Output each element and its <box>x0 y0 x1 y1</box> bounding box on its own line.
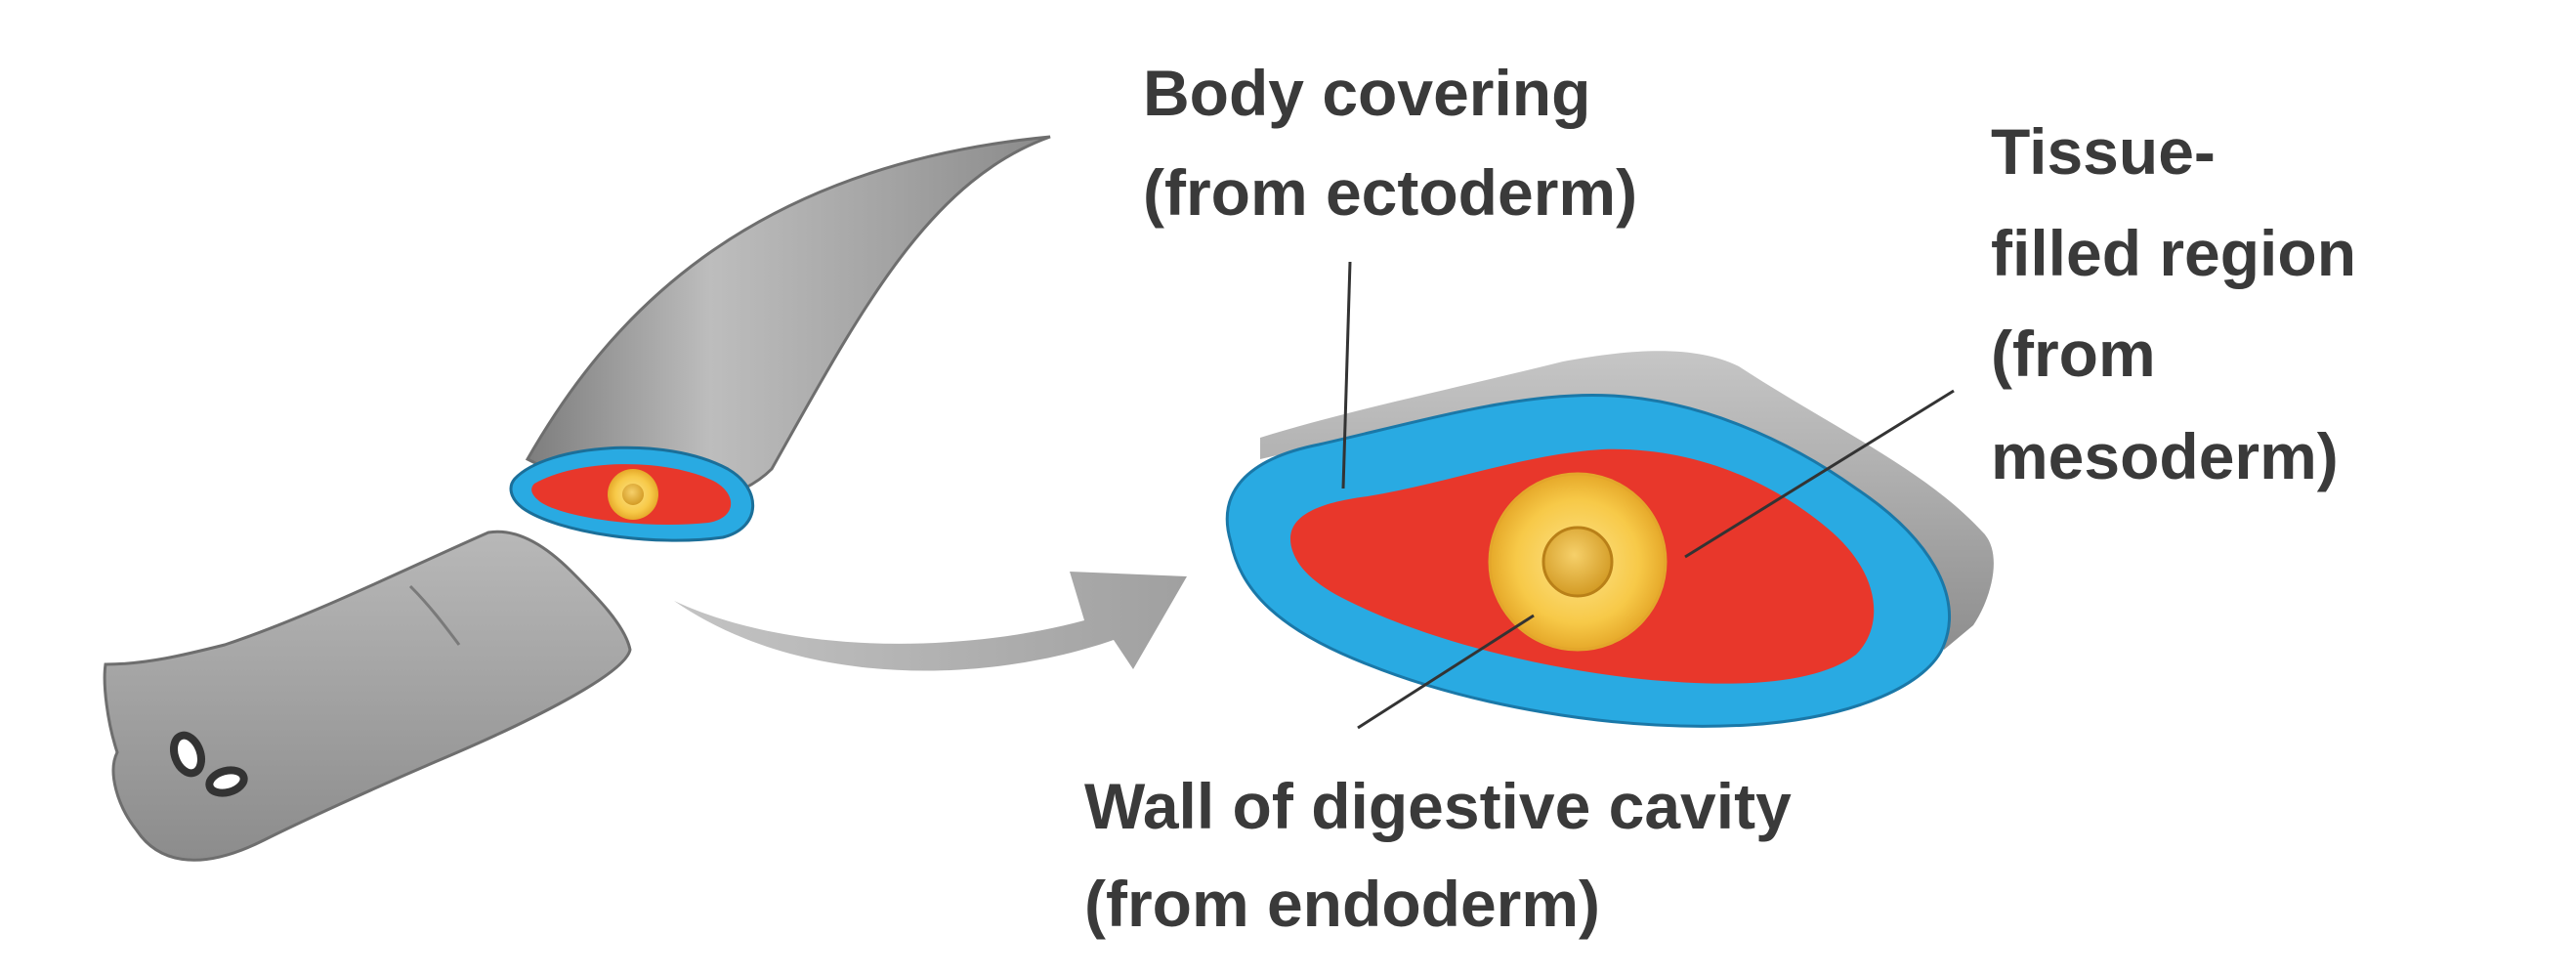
label-body-covering-line1: Body covering <box>1143 57 1590 129</box>
flatworm-illustration <box>103 135 1051 862</box>
label-body-covering: Body covering (from ectoderm) <box>1143 57 1637 229</box>
leader-digestive-wall <box>1357 614 1535 730</box>
label-tissue-filled-line1: Tissue- <box>1991 115 2216 188</box>
label-tissue-filled-line2: filled region <box>1991 217 2356 289</box>
flatworm-head <box>103 530 632 862</box>
label-digestive-wall-line1: Wall of digestive cavity <box>1084 770 1792 842</box>
label-tissue-filled-line4: mesoderm) <box>1991 420 2339 492</box>
large-cross-section <box>1225 351 1994 728</box>
leader-body-covering <box>1341 261 1352 489</box>
magnify-arrow <box>674 572 1187 671</box>
label-digestive-wall-line2: (from endoderm) <box>1084 868 1600 940</box>
flatworm-eyes <box>169 731 248 797</box>
small-cross-section <box>509 446 755 542</box>
label-tissue-filled-line3: (from <box>1991 318 2156 390</box>
digestive-cavity <box>1541 526 1614 598</box>
leader-tissue-filled <box>1684 389 1955 559</box>
label-body-covering-line2: (from ectoderm) <box>1143 156 1637 229</box>
label-tissue-filled: Tissue- filled region (from mesoderm) <box>1991 115 2356 492</box>
label-digestive-wall: Wall of digestive cavity (from endoderm) <box>1084 770 1792 940</box>
